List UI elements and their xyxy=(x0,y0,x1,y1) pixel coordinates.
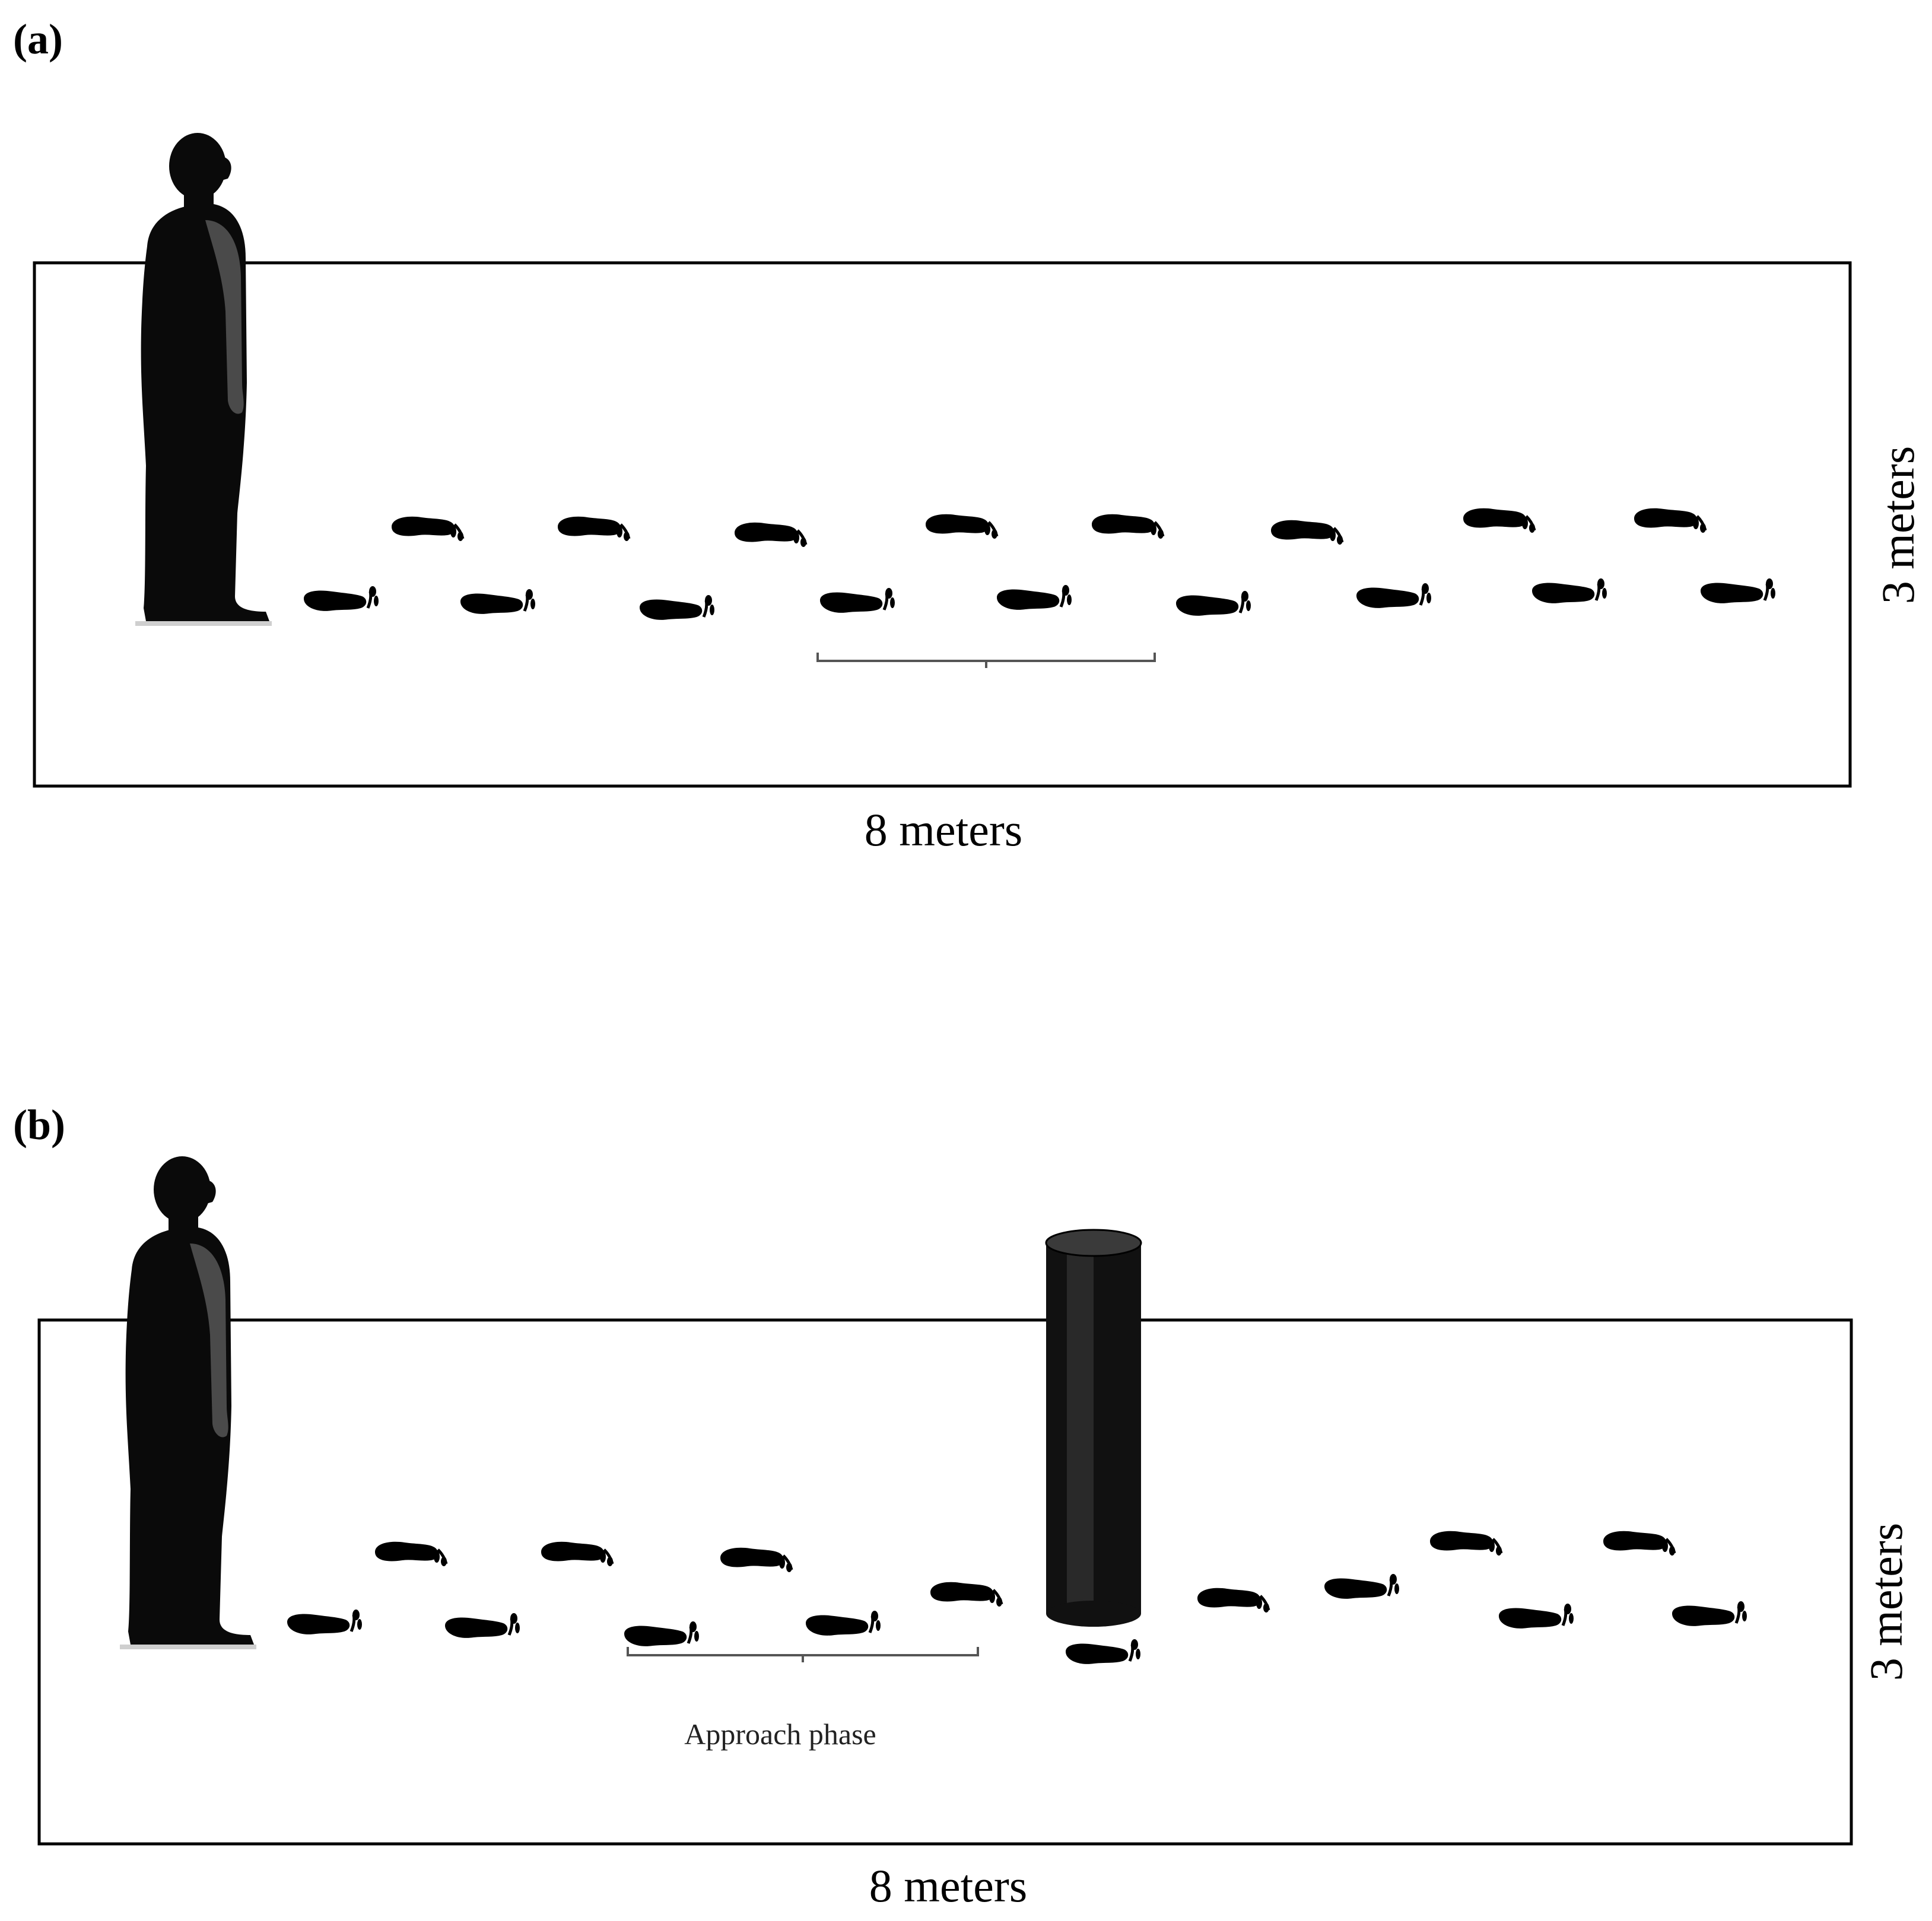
footprint-icon xyxy=(820,588,895,613)
footprint-icon xyxy=(1603,1531,1675,1556)
height-dimension-label: 3 meters xyxy=(1860,1523,1912,1681)
footprint-icon xyxy=(304,586,379,611)
footprint-icon xyxy=(1066,1639,1140,1664)
footprint-icon xyxy=(624,1621,699,1646)
footprint-icon xyxy=(460,589,535,614)
footprint-icon xyxy=(997,585,1072,610)
panel-b: Approach phase (b) 8 meters 3 meters xyxy=(13,1101,1912,1912)
phase-bracket xyxy=(627,1647,979,1662)
panel-label: (b) xyxy=(13,1101,65,1149)
person-shadow xyxy=(135,621,272,626)
obstacle-base xyxy=(1046,1601,1141,1627)
footprint-icon xyxy=(392,517,463,541)
footprint-icon xyxy=(375,1542,447,1566)
obstacle-highlight xyxy=(1067,1243,1094,1614)
footprint-trail xyxy=(287,1531,1747,1664)
footprint-icon xyxy=(930,1582,1002,1607)
person-silhouette-icon xyxy=(125,1156,254,1645)
walkway-area xyxy=(33,261,1852,788)
footprint-icon xyxy=(1532,578,1607,603)
footprint-icon xyxy=(1430,1531,1502,1556)
footprint-icon xyxy=(926,514,997,539)
footprint-icon xyxy=(1271,520,1343,545)
footprint-icon xyxy=(640,595,714,620)
footprint-icon xyxy=(1463,508,1535,533)
width-dimension-label: 8 meters xyxy=(865,804,1022,855)
footprint-icon xyxy=(1634,508,1706,533)
height-dimension-label: 3 meters xyxy=(1872,446,1924,604)
footprint-icon xyxy=(1176,591,1251,616)
person-silhouette-icon xyxy=(141,133,269,621)
width-dimension-label: 8 meters xyxy=(869,1860,1027,1912)
footprint-icon xyxy=(445,1613,520,1638)
footprint-icon xyxy=(541,1542,613,1566)
footprint-icon xyxy=(1092,514,1164,539)
approach-phase-label: Approach phase xyxy=(684,1718,876,1751)
phase-bracket xyxy=(816,653,1156,668)
footprint-icon xyxy=(287,1610,362,1634)
footprint-icon xyxy=(1499,1604,1574,1629)
footprint-icon xyxy=(1356,583,1431,608)
walkway-area xyxy=(37,1318,1853,1846)
footprint-icon xyxy=(1197,1588,1269,1613)
footprint-icon xyxy=(1701,578,1775,603)
footprint-icon xyxy=(735,523,806,547)
person-shadow xyxy=(120,1645,256,1649)
obstacle-top xyxy=(1045,1229,1142,1257)
panel-a: (a) 8 meters 3 meters xyxy=(13,15,1924,855)
footprint-icon xyxy=(558,517,630,541)
footprint-icon xyxy=(720,1548,792,1572)
footprint-icon xyxy=(806,1611,881,1636)
footprint-icon xyxy=(1324,1574,1399,1599)
footprint-trail xyxy=(304,508,1775,620)
footprint-icon xyxy=(1672,1601,1747,1626)
cylinder-obstacle-icon xyxy=(1045,1229,1142,1627)
panel-label: (a) xyxy=(13,15,63,63)
